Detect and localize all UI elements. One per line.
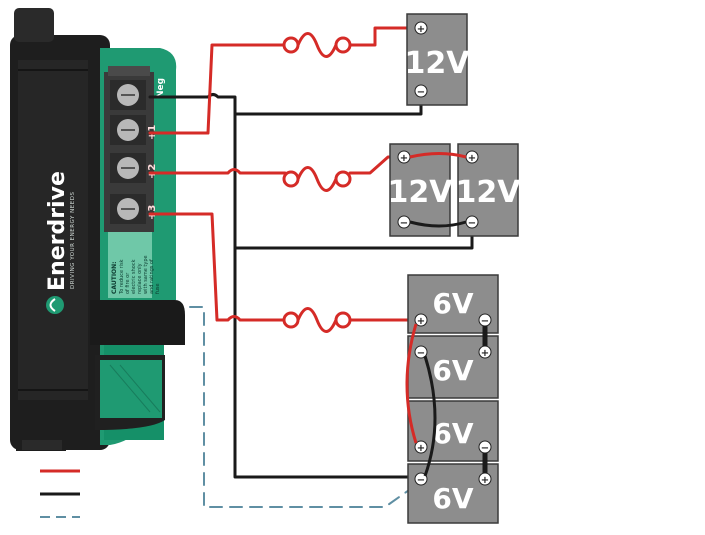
caution-line: fuse: [155, 283, 161, 294]
svg-text:+: +: [417, 24, 425, 35]
caution-line: of fire or: [125, 272, 131, 294]
terminal-label-neg: Neg: [156, 78, 166, 98]
legend: [40, 469, 80, 518]
positive-terminal-icon: +: [478, 345, 492, 359]
battery-label: 6V: [432, 354, 473, 387]
wire-negative-main: [148, 93, 410, 479]
positive-terminal-icon: +: [414, 313, 428, 327]
negative-terminal-icon: −: [414, 84, 428, 98]
svg-text:−: −: [417, 475, 425, 486]
battery-label: 6V: [432, 482, 473, 515]
svg-text:+: +: [417, 316, 425, 327]
caution-line: and ratings of: [149, 259, 155, 294]
battery-6v: 6V − +: [407, 463, 499, 524]
brand-name: Enerdrive: [45, 171, 70, 291]
battery-label: 6V: [432, 287, 473, 320]
link-parallel-positive: [405, 323, 418, 444]
link-positive: [409, 152, 467, 159]
wire-positive-1: [148, 43, 285, 135]
battery-bank-3: 6V + − 6V − + 6V: [405, 274, 499, 524]
terminal-pos-3[interactable]: [110, 194, 146, 224]
svg-text:−: −: [417, 348, 425, 359]
fuses: [282, 32, 352, 333]
positive-terminal-icon: +: [414, 440, 428, 454]
wire-temp-sensor: [189, 306, 413, 508]
brand-tagline: DRIVING YOUR ENERGY NEEDS: [70, 192, 76, 289]
enerdrive-logo-icon: [46, 296, 64, 314]
negative-terminal-icon: −: [478, 313, 492, 327]
charger-top-bracket: [14, 8, 54, 42]
caution-line: replace only: [137, 263, 143, 294]
caution-line: To reduce risk: [119, 259, 125, 295]
negative-terminal-icon: −: [414, 472, 428, 486]
svg-text:−: −: [481, 316, 489, 327]
caution-title: CAUTION:: [111, 261, 118, 294]
fuse-icon: [282, 307, 352, 333]
brand-block: Enerdrive DRIVING YOUR ENERGY NEEDS: [45, 171, 76, 314]
svg-text:+: +: [417, 443, 425, 454]
terminal-pos-1[interactable]: [110, 115, 146, 145]
battery-bank-1: 12V + −: [405, 13, 471, 106]
fuse-icon: [282, 166, 352, 192]
charger-panel: [18, 60, 88, 400]
wire-negative-bank1: [233, 92, 423, 116]
battery-12v: 12V + −: [405, 13, 471, 106]
battery-bank-2: 12V + − 12V + −: [388, 143, 522, 237]
charger-clamp: [90, 300, 185, 345]
svg-text:+: +: [468, 153, 476, 164]
battery-6v: 6V + −: [407, 400, 499, 462]
svg-text:−: −: [468, 218, 476, 229]
battery-label: 12V: [405, 46, 471, 81]
wire-positive-2: [148, 168, 287, 175]
negative-terminal-icon: −: [397, 215, 411, 229]
positive-terminal-icon: +: [414, 21, 428, 35]
negative-terminal-icon: −: [465, 215, 479, 229]
caution-line: with same type: [143, 255, 149, 294]
positive-terminal-icon: +: [465, 150, 479, 164]
battery-6v: 6V + −: [407, 274, 499, 334]
positive-terminal-icon: +: [478, 472, 492, 486]
terminal-label-pos-3: +3: [147, 205, 158, 220]
svg-text:−: −: [481, 443, 489, 454]
svg-text:−: −: [417, 87, 425, 98]
svg-text:−: −: [400, 218, 408, 229]
battery-12v: 12V + −: [388, 143, 454, 237]
positive-terminal-icon: +: [397, 150, 411, 164]
battery-label: 12V: [388, 175, 454, 210]
terminal-pos-2[interactable]: [110, 153, 146, 183]
link-parallel-negative: [423, 355, 437, 477]
negative-terminal-icon: −: [478, 440, 492, 454]
svg-text:+: +: [400, 153, 408, 164]
battery-label: 12V: [456, 175, 522, 210]
battery-label: 6V: [432, 417, 473, 450]
terminal-neg[interactable]: [110, 80, 146, 110]
fuse-icon: [282, 32, 352, 58]
svg-text:+: +: [481, 348, 489, 359]
battery-6v: 6V − +: [407, 335, 499, 399]
terminal-label-pos-2: +2: [147, 164, 158, 179]
caution-line: electric shock: [131, 259, 137, 294]
link-negative: [409, 220, 467, 228]
caution-sticker: CAUTION: To reduce risk of fire or elect…: [108, 232, 161, 298]
negative-terminal-icon: −: [414, 345, 428, 359]
battery-charger: Neg +1 +2 +3 CAUTION: To reduce risk of …: [10, 8, 185, 451]
svg-text:+: +: [481, 475, 489, 486]
wire-positive-3: [148, 212, 287, 322]
battery-12v: 12V + −: [456, 143, 522, 237]
